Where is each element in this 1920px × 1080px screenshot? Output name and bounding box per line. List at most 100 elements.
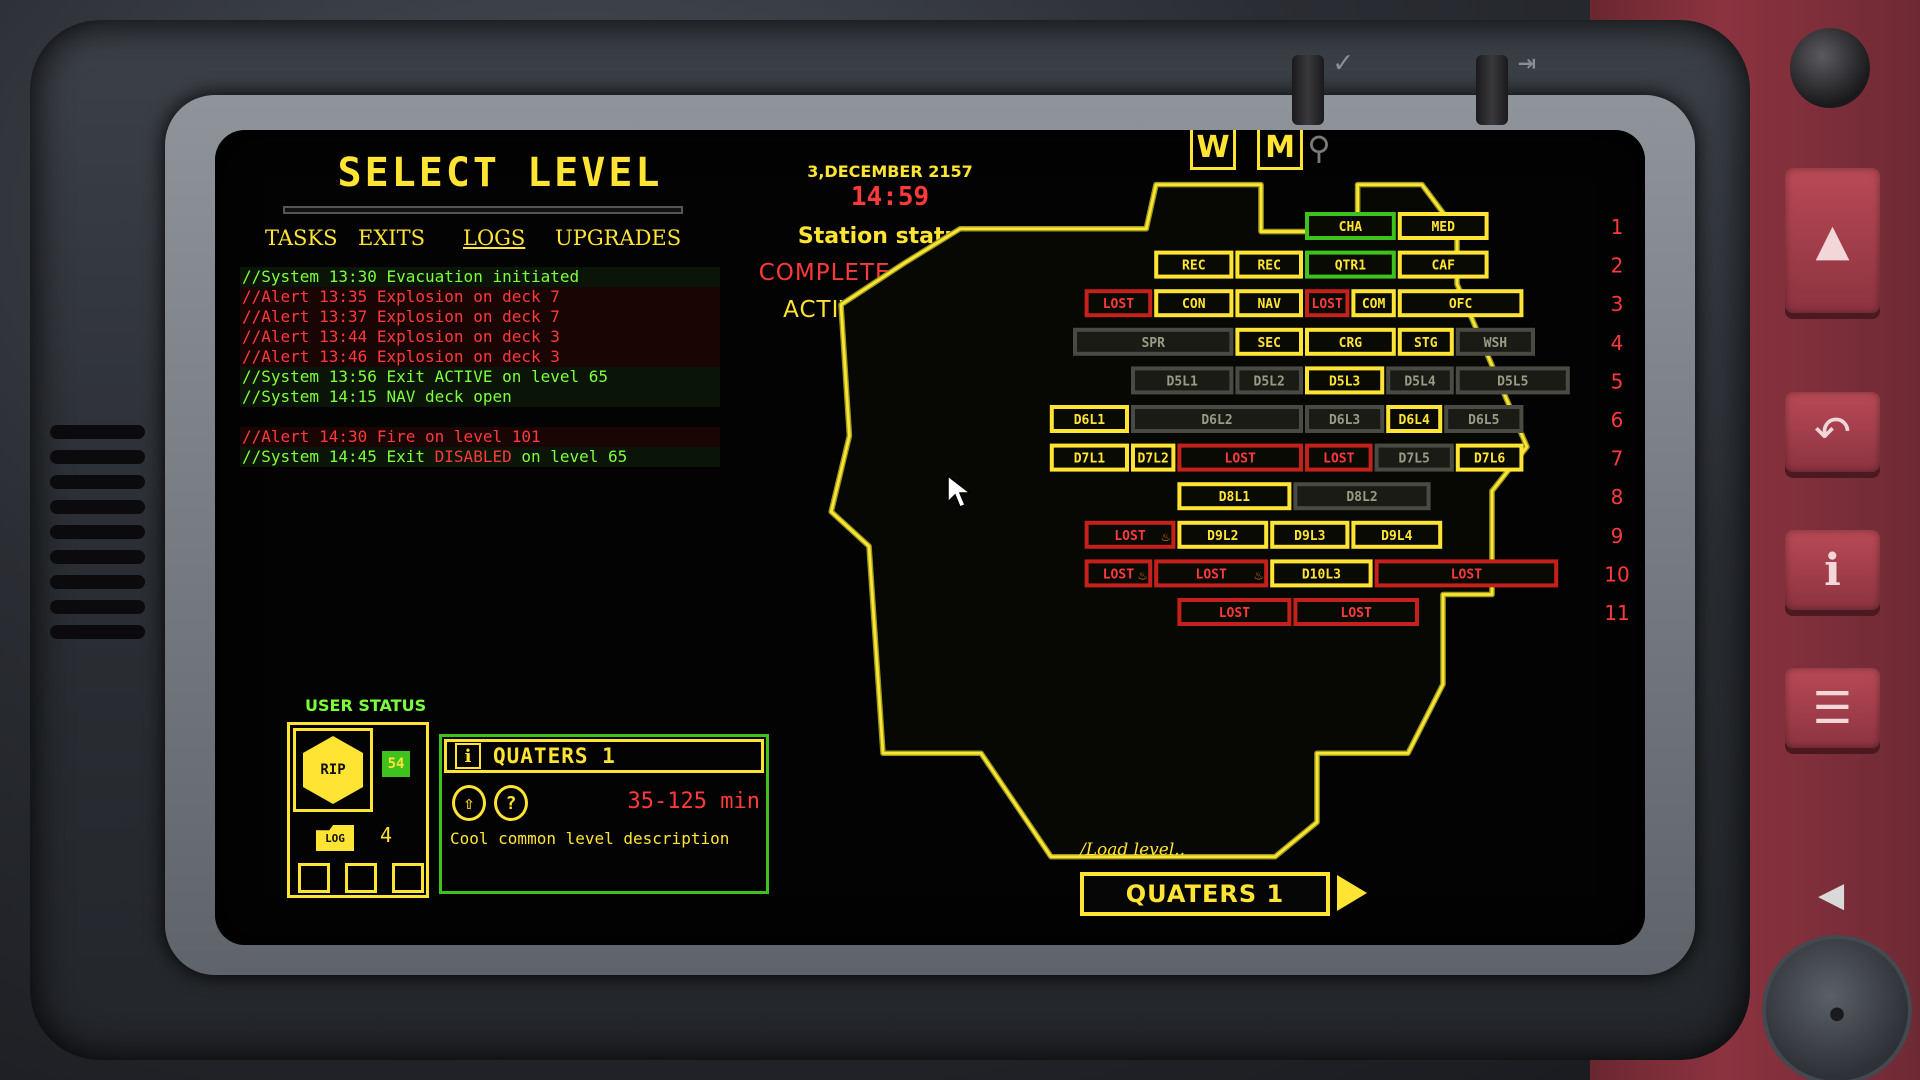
room-tile[interactable]	[1305, 443, 1373, 472]
room-ofc[interactable]: OFC	[1397, 289, 1524, 318]
login-icon[interactable]: ⇥	[1518, 45, 1537, 80]
room-lost[interactable]: LOST	[1374, 559, 1559, 588]
m-button[interactable]: M	[1257, 130, 1303, 170]
room-tile[interactable]	[1305, 405, 1385, 433]
room-tile[interactable]	[1397, 327, 1454, 356]
room-tile[interactable]	[1293, 482, 1431, 511]
room-tile[interactable]	[1305, 327, 1396, 356]
room-wsh[interactable]: WSH	[1455, 327, 1535, 356]
play-icon[interactable]	[1337, 875, 1367, 911]
room-d9l2[interactable]: D9L2	[1177, 520, 1269, 549]
tab-upgrades[interactable]: UPGRADES	[555, 226, 682, 250]
log-list[interactable]: //System 13:30 Evacuation initiated//Ale…	[240, 267, 720, 467]
check-shield-icon[interactable]: ✓	[1334, 45, 1353, 80]
rotary-dial[interactable]: ●	[1762, 935, 1912, 1080]
room-com[interactable]: COM	[1351, 289, 1396, 318]
tab-exits[interactable]: EXITS	[358, 226, 425, 250]
avatar[interactable]: RIP	[293, 728, 373, 812]
room-tile[interactable]	[1455, 366, 1570, 395]
room-qtr1[interactable]: QTR1	[1305, 250, 1396, 279]
inventory-slot-1[interactable]	[298, 863, 330, 893]
room-lost[interactable]: LOST♨	[1084, 559, 1153, 588]
info-icon[interactable]: i	[455, 743, 481, 769]
room-lost[interactable]: LOST	[1177, 598, 1292, 626]
power-knob[interactable]	[1790, 28, 1870, 108]
room-tile[interactable]	[1397, 212, 1489, 240]
room-stg[interactable]: STG	[1397, 327, 1454, 356]
room-tile[interactable]	[1270, 520, 1350, 549]
room-tile[interactable]	[1397, 289, 1524, 318]
room-d6l3[interactable]: D6L3	[1305, 405, 1385, 433]
room-tile[interactable]	[1154, 250, 1234, 279]
room-cha[interactable]: CHA	[1305, 212, 1396, 240]
room-d7l1[interactable]: D7L1	[1049, 443, 1129, 472]
room-tile[interactable]	[1154, 289, 1234, 318]
room-tile[interactable]	[1351, 520, 1443, 549]
room-d8l2[interactable]: D8L2	[1293, 482, 1431, 511]
room-tile[interactable]	[1177, 520, 1269, 549]
log-folder-icon[interactable]: LOG	[316, 825, 354, 851]
room-tile[interactable]	[1131, 366, 1234, 395]
toggle-switch-left[interactable]	[1292, 55, 1324, 125]
room-d7l5[interactable]: D7L5	[1374, 443, 1454, 472]
room-caf[interactable]: CAF	[1397, 250, 1489, 279]
search-icon[interactable]: ⚲	[1307, 130, 1331, 167]
room-lost[interactable]: LOST	[1305, 289, 1350, 318]
tab-logs[interactable]: LOGS	[463, 226, 526, 250]
room-d6l4[interactable]: D6L4	[1386, 405, 1443, 433]
room-tile[interactable]	[1049, 405, 1129, 433]
inventory-slot-2[interactable]	[345, 863, 377, 893]
room-tile[interactable]	[1455, 327, 1535, 356]
room-tile[interactable]	[1293, 598, 1419, 626]
room-tile[interactable]	[1049, 443, 1129, 472]
room-d5l3[interactable]: D5L3	[1305, 366, 1385, 395]
room-lost[interactable]: LOST	[1084, 289, 1153, 318]
room-tile[interactable]	[1444, 405, 1524, 433]
room-d9l3[interactable]: D9L3	[1270, 520, 1350, 549]
room-tile[interactable]	[1397, 250, 1489, 279]
room-tile[interactable]	[1073, 327, 1234, 356]
room-tile[interactable]	[1131, 405, 1303, 433]
room-d6l1[interactable]: D6L1	[1049, 405, 1129, 433]
room-d10l3[interactable]: D10L3	[1270, 559, 1373, 588]
room-tile[interactable]	[1154, 559, 1269, 588]
room-con[interactable]: CON	[1154, 289, 1234, 318]
room-d5l1[interactable]: D5L1	[1131, 366, 1234, 395]
load-level-button[interactable]: QUATERS 1	[1080, 872, 1330, 916]
room-tile[interactable]	[1177, 443, 1303, 472]
room-tile[interactable]	[1235, 366, 1303, 395]
tab-tasks[interactable]: TASKS	[265, 226, 338, 250]
w-button[interactable]: W	[1190, 130, 1236, 170]
signal-button[interactable]: ▲	[1785, 168, 1880, 313]
room-nav[interactable]: NAV	[1235, 289, 1303, 318]
info-button[interactable]: i	[1785, 530, 1880, 610]
room-tile[interactable]	[1386, 405, 1443, 433]
room-tile[interactable]	[1084, 559, 1153, 588]
room-d5l2[interactable]: D5L2	[1235, 366, 1303, 395]
room-tile[interactable]	[1177, 598, 1292, 626]
room-d5l4[interactable]: D5L4	[1386, 366, 1454, 395]
room-lost[interactable]: LOST	[1305, 443, 1373, 472]
room-crg[interactable]: CRG	[1305, 327, 1396, 356]
room-sec[interactable]: SEC	[1235, 327, 1303, 356]
room-d6l5[interactable]: D6L5	[1444, 405, 1524, 433]
room-tile[interactable]	[1351, 289, 1396, 318]
room-spr[interactable]: SPR	[1073, 327, 1234, 356]
room-tile[interactable]	[1455, 443, 1524, 472]
room-d5l5[interactable]: D5L5	[1455, 366, 1570, 395]
room-lost[interactable]: LOST♨	[1084, 520, 1176, 549]
room-tile[interactable]	[1386, 366, 1454, 395]
room-d7l6[interactable]: D7L6	[1455, 443, 1524, 472]
back-button[interactable]: ↶	[1785, 392, 1880, 472]
room-rec[interactable]: REC	[1154, 250, 1234, 279]
inventory-slot-3[interactable]	[392, 863, 424, 893]
room-tile[interactable]	[1131, 443, 1176, 472]
room-d9l4[interactable]: D9L4	[1351, 520, 1443, 549]
room-rec[interactable]: REC	[1235, 250, 1303, 279]
room-tile[interactable]	[1305, 212, 1396, 240]
volume-icon[interactable]: ◀	[1818, 875, 1845, 915]
room-tile[interactable]	[1305, 366, 1385, 395]
room-med[interactable]: MED	[1397, 212, 1489, 240]
menu-button[interactable]: ☰	[1785, 668, 1880, 748]
room-tile[interactable]	[1235, 289, 1303, 318]
